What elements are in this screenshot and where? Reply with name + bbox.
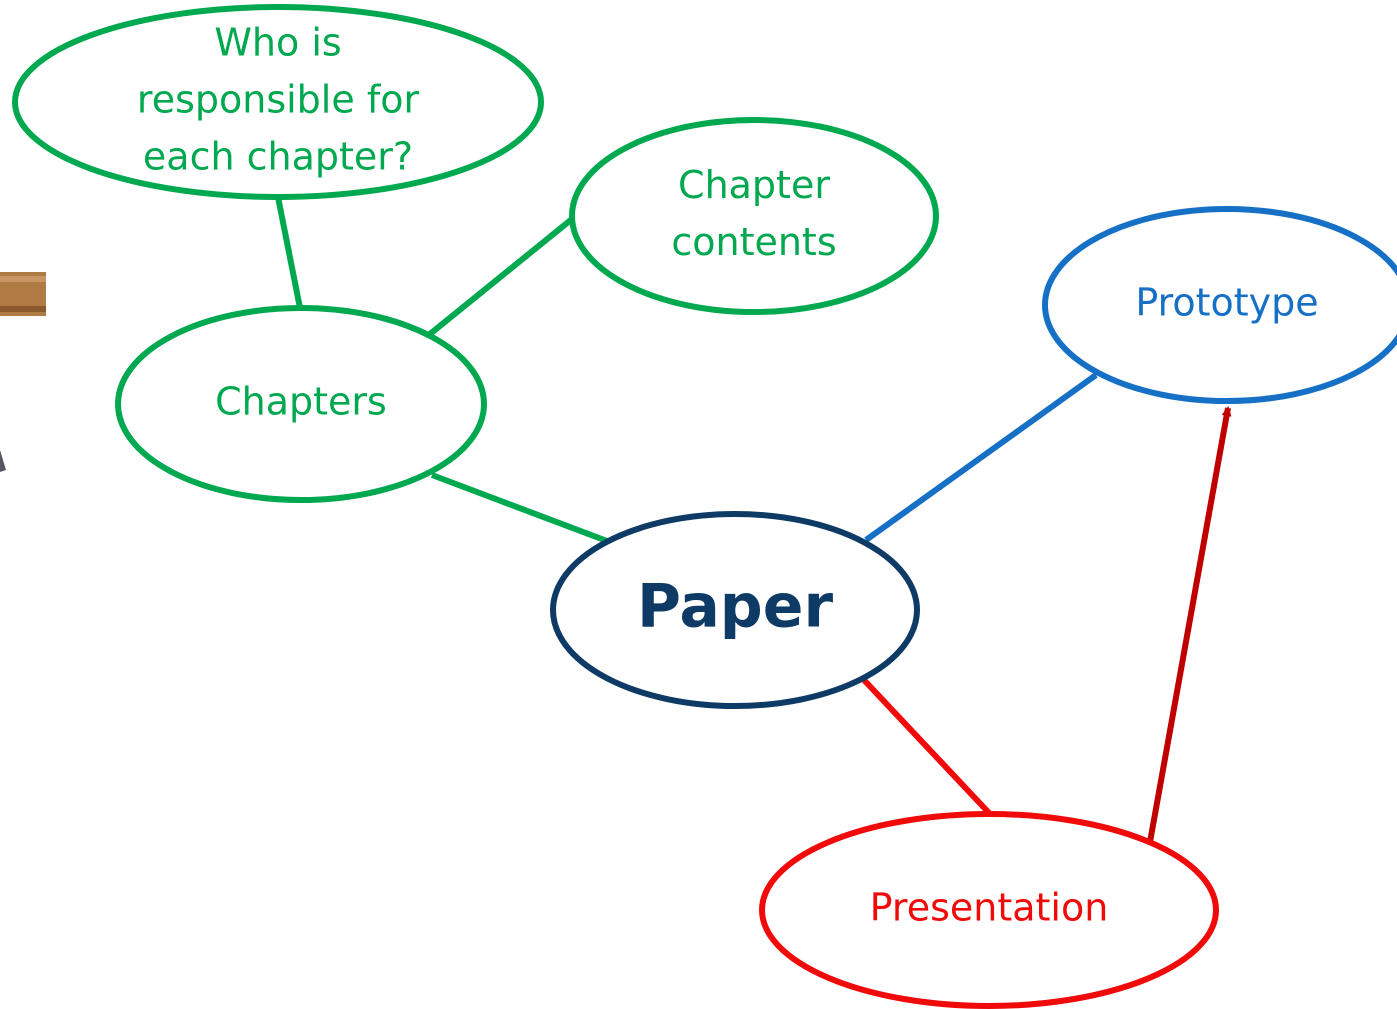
node-who-ellipse bbox=[12, 4, 544, 200]
node-prototype-ellipse bbox=[1042, 206, 1397, 404]
node-who: Who is responsible for each chapter? bbox=[12, 4, 544, 200]
edge-chapters-to-contents bbox=[428, 216, 574, 337]
nodes-layer: Who is responsible for each chapter? Chapte… bbox=[12, 4, 1397, 1009]
node-contents-label-line-2: contents bbox=[671, 220, 836, 264]
node-contents-label-line-1: Chapter bbox=[678, 163, 830, 207]
person-fragment bbox=[0, 450, 6, 472]
edge-chapters-to-who bbox=[275, 196, 303, 309]
node-contents-ellipse bbox=[569, 117, 939, 315]
edge-paper-to-prototype bbox=[864, 372, 1098, 543]
node-chapters-ellipse bbox=[115, 305, 487, 503]
edge-presentation-to-prototype-arrow bbox=[1147, 406, 1232, 843]
node-prototype-label-line-1: Prototype bbox=[1135, 281, 1318, 325]
node-presentation-label-line-1: Presentation bbox=[870, 886, 1109, 930]
edge-chapters-to-paper bbox=[430, 472, 609, 544]
node-presentation-ellipse bbox=[759, 811, 1219, 1009]
node-who-label-line-2: responsible for bbox=[137, 78, 420, 122]
node-who-label-line-3: each chapter? bbox=[143, 135, 413, 179]
node-chapters-label-line-1: Chapters bbox=[215, 380, 387, 424]
node-prototype: Prototype bbox=[1042, 206, 1397, 404]
partial-desk-illustration bbox=[0, 272, 46, 472]
node-presentation: Presentation bbox=[759, 811, 1219, 1009]
node-who-label-line-1: Who is bbox=[214, 21, 341, 65]
desk-top-highlight bbox=[0, 276, 46, 282]
desk-top-shadow bbox=[0, 306, 46, 312]
edge-paper-to-presentation bbox=[861, 677, 993, 817]
node-chapters: Chapters bbox=[115, 305, 487, 503]
node-paper-ellipse bbox=[550, 511, 920, 709]
edges-layer bbox=[275, 196, 1232, 843]
node-paper: Paper bbox=[550, 511, 920, 709]
node-paper-label-line-1: Paper bbox=[637, 572, 833, 642]
node-contents: Chapter contents bbox=[569, 117, 939, 315]
